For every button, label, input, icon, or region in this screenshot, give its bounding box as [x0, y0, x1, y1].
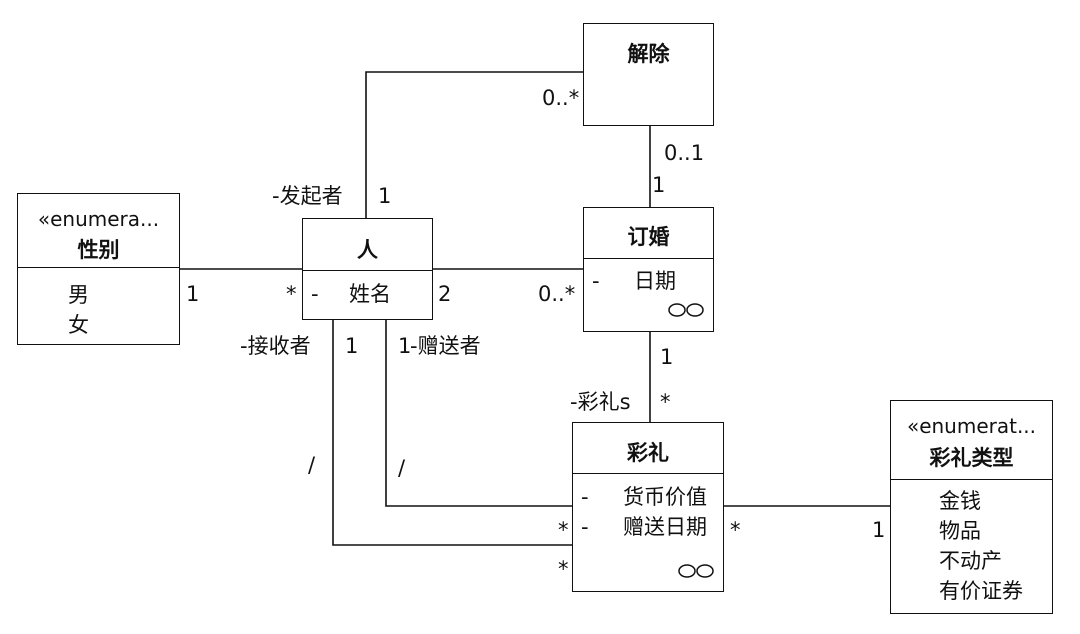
- enum-literal: 男: [68, 283, 89, 307]
- mult-jiechu-from-dinghun: 0..1: [664, 141, 705, 165]
- mult-ren-jieshouzhe: 1: [345, 334, 359, 358]
- class-jiechu[interactable]: 解除: [583, 23, 714, 126]
- enum-literal: 金钱: [939, 489, 981, 513]
- role-cailis: -彩礼s: [570, 390, 631, 414]
- stereotype-label: «enumerat...: [906, 414, 1037, 438]
- mult-ren-from-dinghun: 2: [438, 282, 452, 306]
- mult-dinghun-from-caili: 1: [660, 345, 674, 369]
- compartment-divider: [18, 267, 179, 268]
- mult-dinghun-from-jiechu: 1: [652, 173, 666, 197]
- attribute-name: 日期: [634, 269, 676, 293]
- attribute-visibility: -: [581, 515, 589, 539]
- enum-literal: 物品: [939, 519, 981, 543]
- attribute-visibility: -: [581, 485, 589, 509]
- class-name: 解除: [627, 42, 670, 66]
- assoc-giver: [385, 320, 572, 507]
- compartment-divider: [891, 479, 1052, 480]
- compartment-divider: [573, 473, 723, 474]
- enum-literal: 不动产: [939, 549, 1002, 573]
- role-jieshouzhe: -接收者: [240, 334, 311, 358]
- enum-literal: 女: [68, 313, 89, 337]
- role-faqizhe: -发起者: [272, 184, 343, 208]
- attribute-visibility: -: [311, 282, 319, 306]
- enum-literal: 有价证券: [939, 579, 1023, 603]
- derived-marker-receiver: /: [308, 453, 316, 477]
- link-icon: [678, 564, 714, 578]
- enum-xingbie[interactable]: «enumera... 性别 男 女: [17, 193, 180, 345]
- mult-dinghun-from-ren: 0..*: [538, 282, 576, 306]
- mult-ren-faqizhe: 1: [378, 184, 392, 208]
- class-name: 订婚: [627, 225, 670, 249]
- mult-caili-giver: *: [558, 518, 569, 542]
- mult-type: 1: [872, 518, 886, 542]
- enum-cailileixing[interactable]: «enumerat... 彩礼类型 金钱 物品 不动产 有价证券: [890, 400, 1053, 614]
- mult-jiechu-from-ren: 0..*: [542, 86, 580, 110]
- mult-xingbie: 1: [186, 282, 200, 306]
- class-dinghun[interactable]: 订婚 - 日期: [583, 207, 714, 332]
- class-name: 彩礼类型: [929, 446, 1014, 470]
- class-ren[interactable]: 人 - 姓名: [302, 218, 433, 320]
- mult-caili-receiver: *: [558, 557, 569, 581]
- stereotype-label: «enumera...: [37, 207, 160, 231]
- role-zengsongzhe: -赠送者: [410, 334, 481, 358]
- mult-caili-from-dinghun: *: [660, 390, 671, 414]
- mult-ren-from-xingbie: *: [286, 282, 297, 306]
- mult-ren-zengsongzhe: 1: [398, 334, 412, 358]
- mult-caili-to-type: *: [730, 518, 741, 542]
- compartment-divider: [584, 258, 713, 259]
- class-name: 性别: [77, 238, 120, 262]
- attribute-name: 姓名: [349, 282, 391, 306]
- attribute-name: 货币价值: [623, 485, 707, 509]
- attribute-name: 赠送日期: [623, 515, 707, 539]
- attribute-visibility: -: [592, 269, 600, 293]
- class-name: 人: [357, 238, 378, 262]
- class-caili[interactable]: 彩礼 - 货币价值 - 赠送日期: [572, 422, 724, 592]
- derived-marker-giver: /: [398, 456, 406, 480]
- assoc-ren-jiechu: [365, 71, 583, 218]
- compartment-divider: [303, 270, 432, 271]
- class-name: 彩礼: [627, 441, 669, 465]
- link-icon: [668, 303, 704, 317]
- assoc-receiver: [332, 320, 572, 546]
